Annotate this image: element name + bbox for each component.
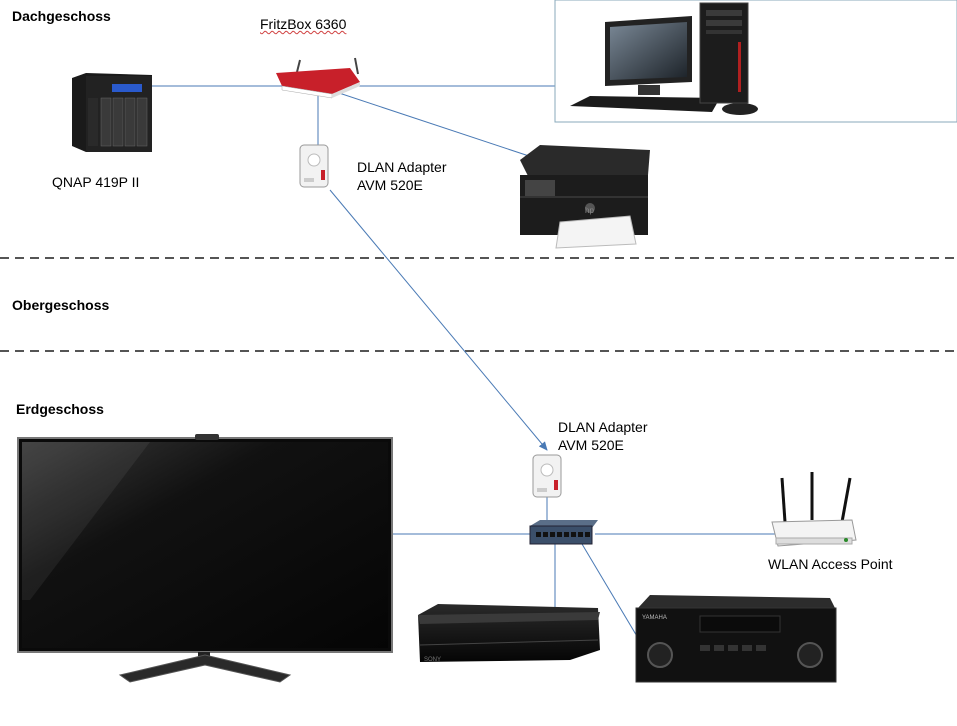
link-switch-receiver xyxy=(581,543,639,639)
ps3-logo: SONY xyxy=(424,657,441,663)
dlan-bottom-label-line1: DLAN Adapter xyxy=(558,419,648,435)
floor-label-dachgeschoss: Dachgeschoss xyxy=(12,8,111,24)
wlan-access-point-image xyxy=(771,472,857,547)
printer-logo: hp xyxy=(585,206,594,215)
dlan-adapter-bottom-image xyxy=(532,454,562,498)
ps3-console-image: SONY xyxy=(418,604,600,663)
dlan-top-label-line2: AVM 520E xyxy=(357,177,423,193)
dlan-adapter-top-image xyxy=(299,144,329,188)
dlan-top-label: DLAN Adapter AVM 520E xyxy=(357,158,447,194)
nas-label: QNAP 419P II xyxy=(52,174,140,190)
link-router-printer xyxy=(329,89,536,159)
network-switch-image xyxy=(529,520,598,545)
floor-label-erdgeschoss: Erdgeschoss xyxy=(16,401,104,417)
link-dlan-dlan xyxy=(329,189,548,451)
dlan-bottom-label: DLAN Adapter AVM 520E xyxy=(558,418,648,454)
dlan-top-label-line1: DLAN Adapter xyxy=(357,159,447,175)
av-receiver-image: YAMAHA xyxy=(635,595,837,683)
fritzbox-router-image xyxy=(276,57,360,99)
router-label: FritzBox 6360 xyxy=(260,16,347,32)
printer-image: hp xyxy=(520,145,650,249)
dlan-bottom-label-line2: AVM 520E xyxy=(558,437,624,453)
desktop-pc-image xyxy=(554,0,957,123)
receiver-logo: YAMAHA xyxy=(642,615,667,621)
access-point-label: WLAN Access Point xyxy=(768,556,893,572)
qnap-nas-image xyxy=(72,73,152,152)
network-links xyxy=(150,85,775,639)
tv-image xyxy=(17,434,393,683)
floor-label-obergeschoss: Obergeschoss xyxy=(12,297,110,313)
